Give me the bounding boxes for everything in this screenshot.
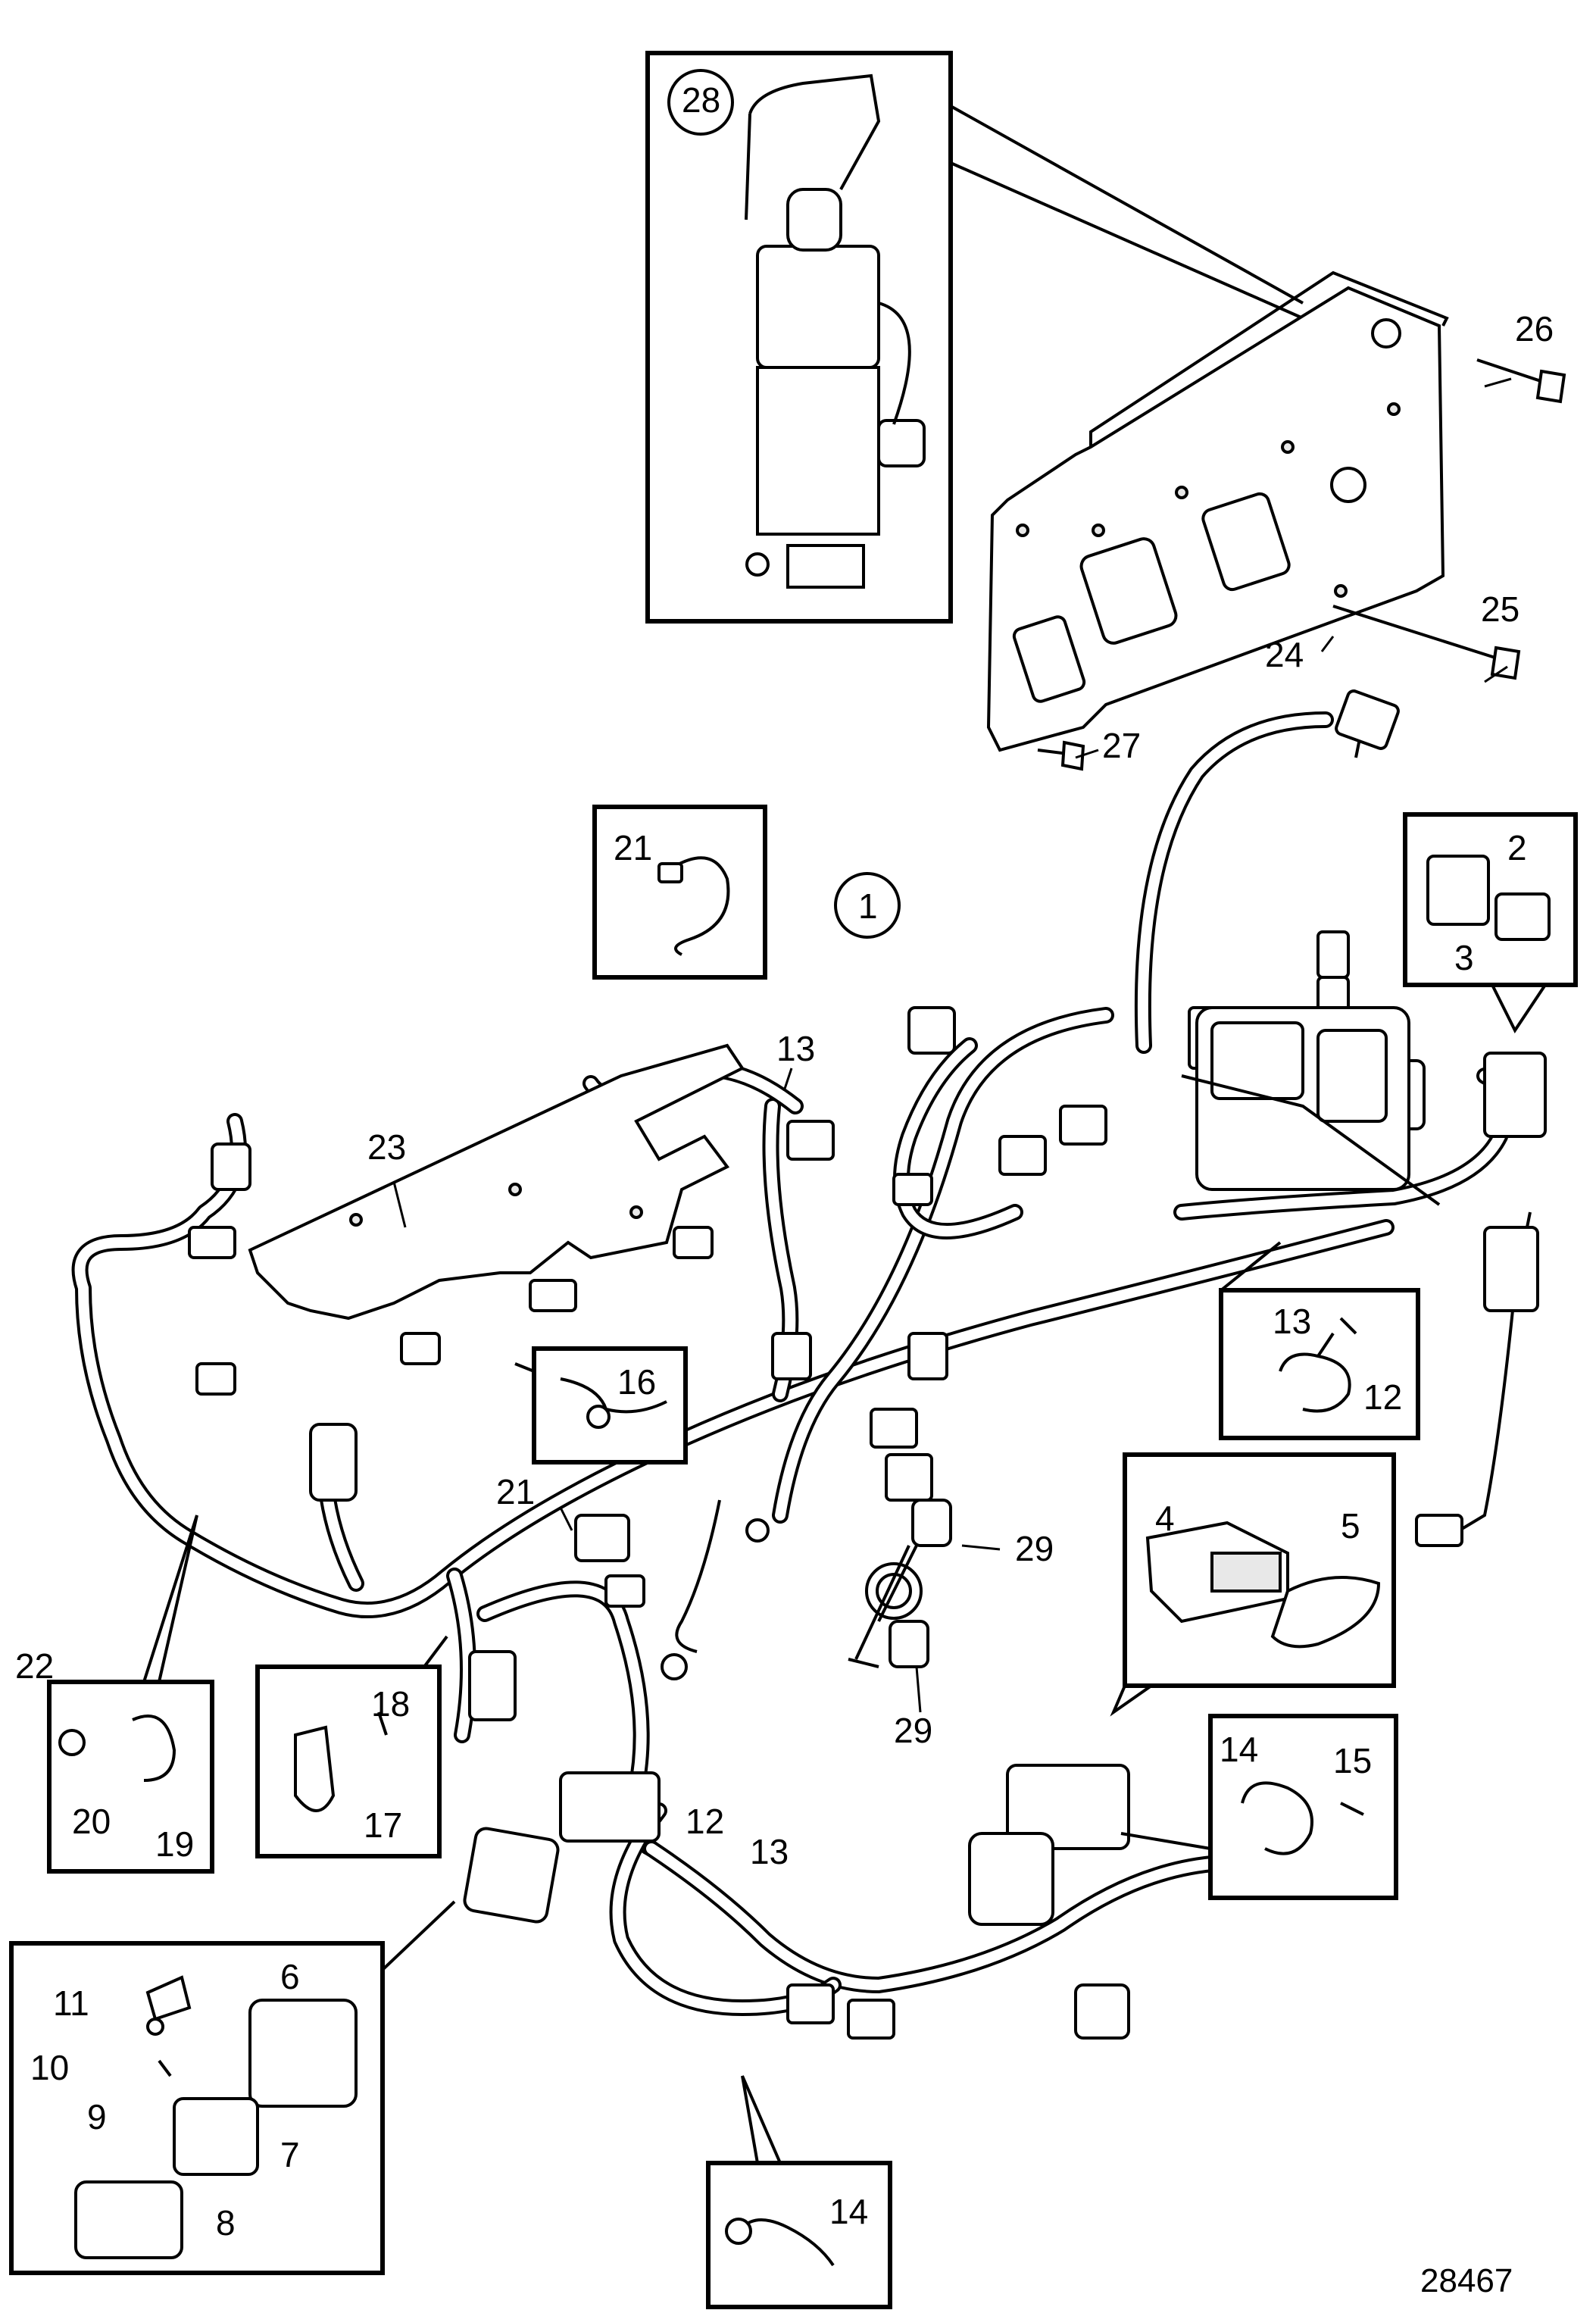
detail-frame-14-15-clamp — [1120, 1714, 1398, 1900]
document-number: 28467 — [1420, 2262, 1513, 2299]
callout-28-circle — [667, 69, 734, 136]
callout-label-21-a: 21 — [614, 828, 652, 867]
leader-lines — [392, 377, 1512, 1713]
detail-frame-14-strap — [706, 2075, 892, 2309]
callout-label-13-b: 13 — [1273, 1302, 1311, 1341]
callout-label-12-a: 12 — [1363, 1377, 1402, 1417]
callout-label-27: 27 — [1102, 726, 1141, 765]
callout-label-9: 9 — [87, 2097, 107, 2137]
callout-label-21-b: 21 — [496, 1472, 535, 1511]
callout-label-12-b: 12 — [686, 1802, 724, 1841]
detail-frame-19-20-clamp — [47, 1514, 214, 1874]
detail-frame-6-11-relay — [9, 1900, 456, 2275]
callout-label-1: 1 — [858, 886, 878, 926]
callout-label-26: 26 — [1515, 309, 1554, 349]
callout-label-22: 22 — [15, 1646, 54, 1686]
callout-label-7: 7 — [280, 2135, 300, 2174]
callout-label-11: 11 — [53, 1983, 89, 2023]
callout-label-6: 6 — [280, 1957, 300, 1996]
detail-frame-4-5-ecu-connector — [1110, 1452, 1396, 1717]
detail-frame-12-13-clamp — [1219, 1241, 1420, 1440]
bolt-27 — [1037, 740, 1085, 771]
callout-label-13-c: 13 — [750, 1832, 789, 1871]
mounting-bracket-plate — [986, 270, 1449, 752]
callout-label-25: 25 — [1481, 589, 1519, 629]
bracket-23 — [248, 1043, 745, 1321]
detail-frame-21-tie-strap — [592, 805, 767, 980]
callout-label-29-a: 29 — [1015, 1529, 1054, 1568]
detail-frame-2-3-connectors — [1403, 812, 1578, 1033]
callout-label-16: 16 — [617, 1362, 656, 1402]
callout-label-28: 28 — [682, 80, 720, 120]
callout-label-29-b: 29 — [894, 1711, 932, 1750]
callout-label-24: 24 — [1265, 635, 1304, 674]
callout-label-5: 5 — [1341, 1506, 1360, 1546]
callout-label-10: 10 — [30, 2048, 69, 2087]
callout-1-assembly — [834, 872, 901, 939]
callout-label-14-b: 14 — [829, 2192, 868, 2231]
callout-label-20: 20 — [72, 1802, 111, 1841]
callout-label-19: 19 — [155, 1824, 194, 1864]
callout-labels: 1 2 3 4 5 6 7 8 9 10 11 12 12 13 13 13 1… — [15, 80, 1554, 2243]
callout-label-8: 8 — [216, 2203, 236, 2243]
callout-label-23: 23 — [367, 1127, 406, 1167]
bolt-25 — [1332, 605, 1521, 680]
callout-label-2: 2 — [1507, 828, 1527, 867]
callout-label-3: 3 — [1454, 938, 1474, 977]
callout-label-13-a: 13 — [776, 1029, 815, 1068]
callout-label-4: 4 — [1155, 1499, 1175, 1538]
callout-label-14-a: 14 — [1220, 1730, 1258, 1769]
detail-frame-17-18-clamp — [255, 1635, 448, 1858]
callout-label-17: 17 — [364, 1805, 402, 1845]
detail-frame-16-clip — [514, 1346, 688, 1464]
callout-label-18: 18 — [371, 1684, 410, 1724]
grommet-29 — [848, 1499, 952, 1668]
bolt-26 — [1476, 358, 1566, 404]
callout-label-15: 15 — [1333, 1741, 1372, 1780]
detail-frame-28-heater — [645, 51, 1304, 624]
